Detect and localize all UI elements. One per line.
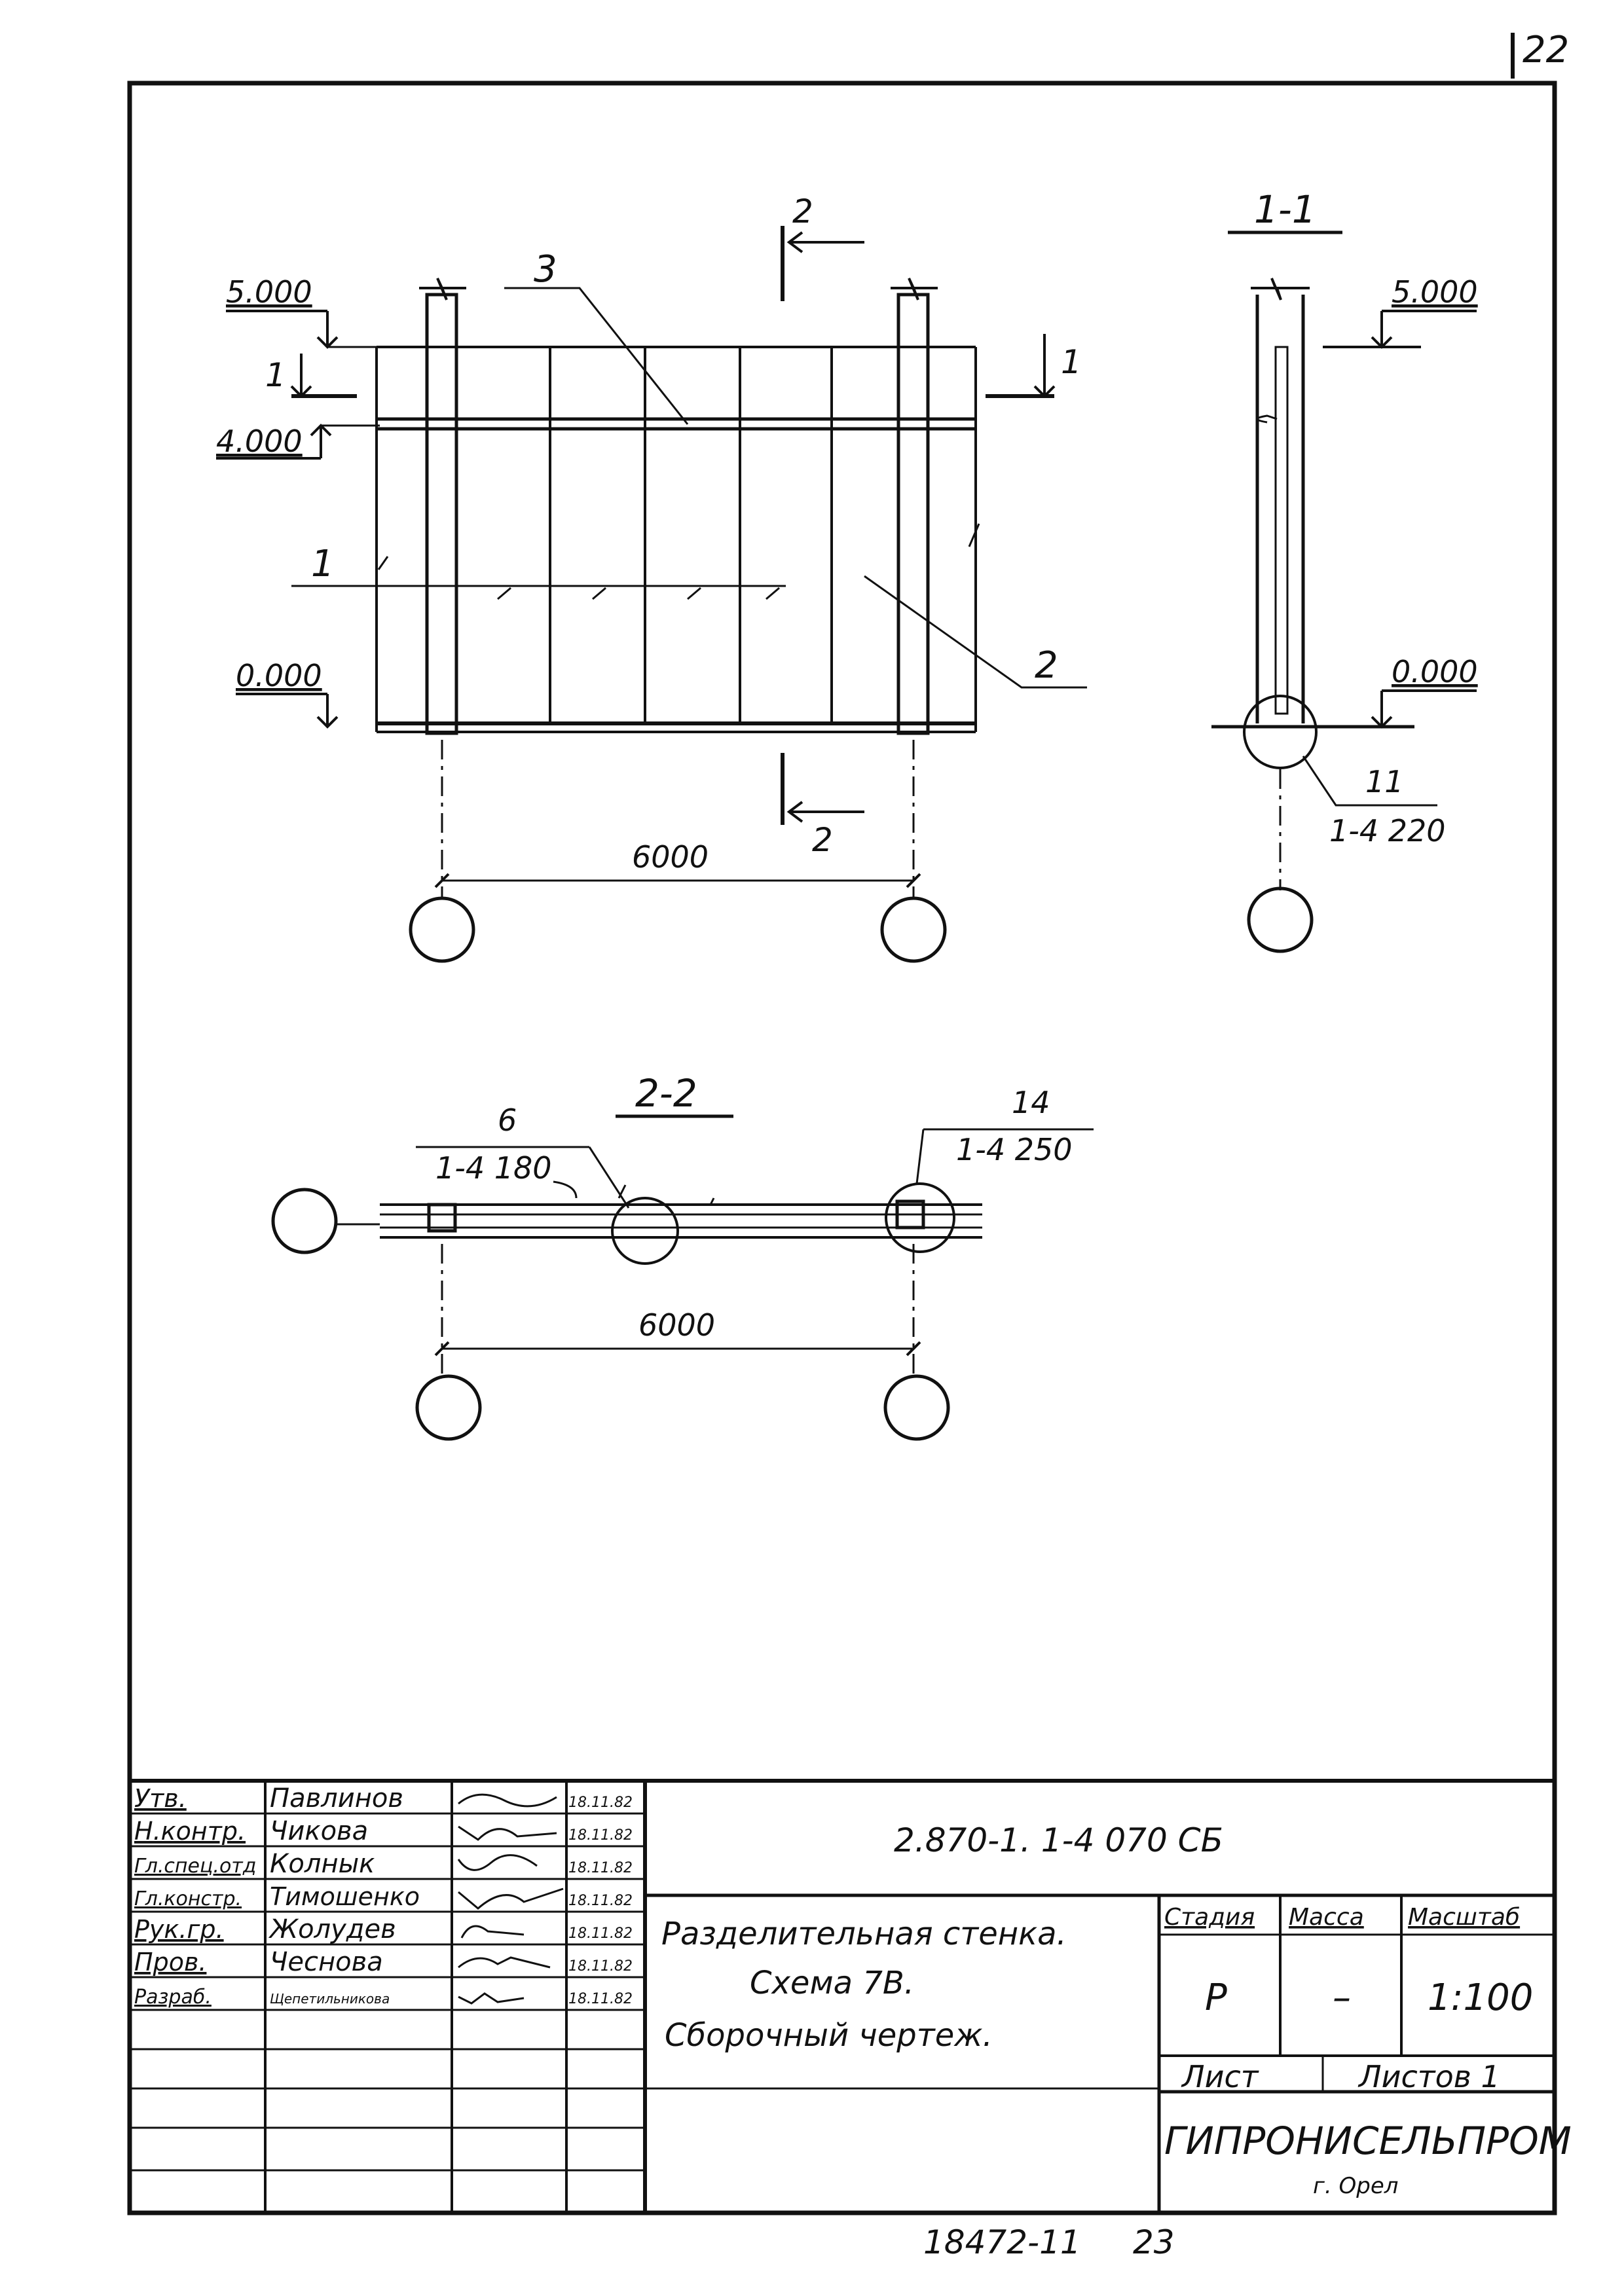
handwritten-signature	[458, 1992, 525, 2005]
level-5000-elevation: 5.000	[226, 274, 312, 310]
signature-role: Н.контр.	[134, 1817, 246, 1846]
signature-row: Разраб. Щепетильникова 18.11.82	[134, 1986, 633, 2009]
drawing-designation: 2.870-1. 1-4 070 СБ	[894, 1821, 1223, 1859]
position-label-1: 1	[311, 543, 335, 585]
callout-11-number: 11	[1365, 764, 1404, 799]
signature-name: Чикова	[270, 1816, 368, 1846]
signature-date: 18.11.82	[568, 1958, 633, 1975]
handwritten-signature	[458, 1825, 557, 1841]
signature-name: Колнык	[270, 1849, 375, 1879]
callout-6-ref: 1-4 180	[435, 1150, 552, 1186]
dimension-6000-elevation: 6000	[632, 839, 709, 875]
sheet-label: Лист	[1181, 2059, 1259, 2094]
signature-date: 18.11.82	[568, 1991, 633, 2007]
scale-value: 1:100	[1428, 1977, 1533, 2019]
axis-bubble-section-1-1	[1247, 886, 1314, 953]
scale-header: Масштаб	[1408, 1904, 1520, 1931]
elevation-view: 6000 5.000 4.000 0.000 1 1 2 2	[216, 192, 1087, 963]
callout-11-ref: 1-4 220	[1329, 813, 1446, 848]
signature-name: Тимошенко	[270, 1882, 420, 1911]
section-1-1-view: 1-1 11 1-4 220 5.000 0.000	[1211, 187, 1478, 953]
signature-role: Рук.гр.	[134, 1915, 224, 1944]
signature-table: Утв. Павлинов 18.11.82 Н.контр. Чикова 1…	[134, 1783, 633, 2009]
signature-name: Павлинов	[270, 1783, 403, 1813]
drawing-frame	[127, 81, 1557, 2215]
section-mark-1-right: 1	[1061, 343, 1082, 381]
stage-header: Стадия	[1164, 1904, 1255, 1931]
section-1-1-title: 1-1	[1254, 187, 1316, 232]
footer-page: 23	[1133, 2223, 1175, 2261]
callout-6-number: 6	[498, 1102, 517, 1138]
axis-bubble-section-2-2-left	[271, 1188, 338, 1254]
signature-name: Щепетильникова	[270, 1991, 390, 2007]
title-block	[130, 1779, 1555, 2213]
handwritten-signature	[457, 1854, 538, 1871]
signature-row: Утв. Павлинов 18.11.82	[134, 1783, 633, 1813]
handwritten-signature	[460, 1925, 525, 1939]
signature-row: Гл.спец.отд Колнык 18.11.82	[134, 1849, 633, 1879]
position-label-3: 3	[534, 248, 557, 291]
signature-role: Утв.	[134, 1784, 187, 1813]
page-number: 22	[1522, 29, 1569, 71]
drawing-title-line2: Схема 7В.	[750, 1965, 914, 2001]
signature-row: Гл.констр. Тимошенко 18.11.82	[134, 1882, 633, 1911]
signature-role: Разраб.	[134, 1986, 212, 2009]
section-2-2-title: 2-2	[635, 1071, 697, 1116]
signature-date: 18.11.82	[568, 1925, 633, 1942]
signature-row: Пров. Чеснова 18.11.82	[134, 1947, 633, 1977]
section-2-2-view: 2-2 6 1-4 180 14 1-4 250 6000	[271, 1071, 1094, 1441]
sheets-label: Листов 1	[1357, 2059, 1500, 2094]
signature-role: Пров.	[134, 1948, 206, 1977]
signature-date: 18.11.82	[568, 1893, 633, 1909]
handwritten-signature	[458, 1887, 564, 1910]
callout-14-number: 14	[1012, 1085, 1050, 1120]
level-5000-section: 5.000	[1392, 274, 1478, 310]
position-label-2: 2	[1035, 644, 1058, 687]
section-mark-2-top: 2	[792, 192, 813, 230]
signature-name: Чеснова	[270, 1947, 383, 1977]
dimension-6000-section: 6000	[638, 1307, 715, 1343]
organization-city: г. Орел	[1313, 2173, 1398, 2199]
stage-value: Р	[1205, 1977, 1227, 2019]
callout-14-ref: 1-4 250	[956, 1132, 1073, 1167]
signature-row: Н.контр. Чикова 18.11.82	[134, 1816, 633, 1846]
handwritten-signature	[458, 1793, 557, 1808]
signature-role: Гл.спец.отд	[134, 1855, 257, 1878]
mass-value: –	[1333, 1977, 1351, 2019]
level-0000-section: 0.000	[1392, 654, 1478, 689]
axis-bubble-section-2-2-b	[883, 1374, 950, 1441]
section-mark-2-bottom: 2	[812, 821, 833, 859]
signature-date: 18.11.82	[568, 1860, 633, 1876]
signature-row: Рук.гр. Жолудев 18.11.82	[134, 1914, 633, 1944]
handwritten-signature	[458, 1956, 551, 1969]
level-4000-elevation: 4.000	[216, 424, 303, 459]
column-left	[425, 293, 458, 735]
section-mark-1-left: 1	[265, 356, 286, 394]
mass-header: Масса	[1289, 1904, 1364, 1931]
column-right	[896, 293, 930, 735]
level-0000-elevation: 0.000	[236, 658, 322, 693]
break-mark-right	[891, 278, 938, 301]
signature-date: 18.11.82	[568, 1827, 633, 1844]
signature-role: Гл.констр.	[134, 1887, 242, 1910]
signature-date: 18.11.82	[568, 1795, 633, 1811]
break-mark-left	[419, 278, 466, 301]
signature-name: Жолудев	[268, 1914, 396, 1944]
inventory-number: 18472-11	[923, 2223, 1081, 2261]
drawing-title-line1: Разделительная стенка.	[661, 1916, 1067, 1952]
axis-bubble-left	[409, 896, 475, 963]
drawing-title-line3: Сборочный чертеж.	[665, 2017, 993, 2054]
axis-bubble-section-2-2-a	[415, 1374, 482, 1441]
axis-bubble-right	[880, 896, 947, 963]
organization-name: ГИПРОНИСЕЛЬПРОМ	[1164, 2119, 1572, 2163]
